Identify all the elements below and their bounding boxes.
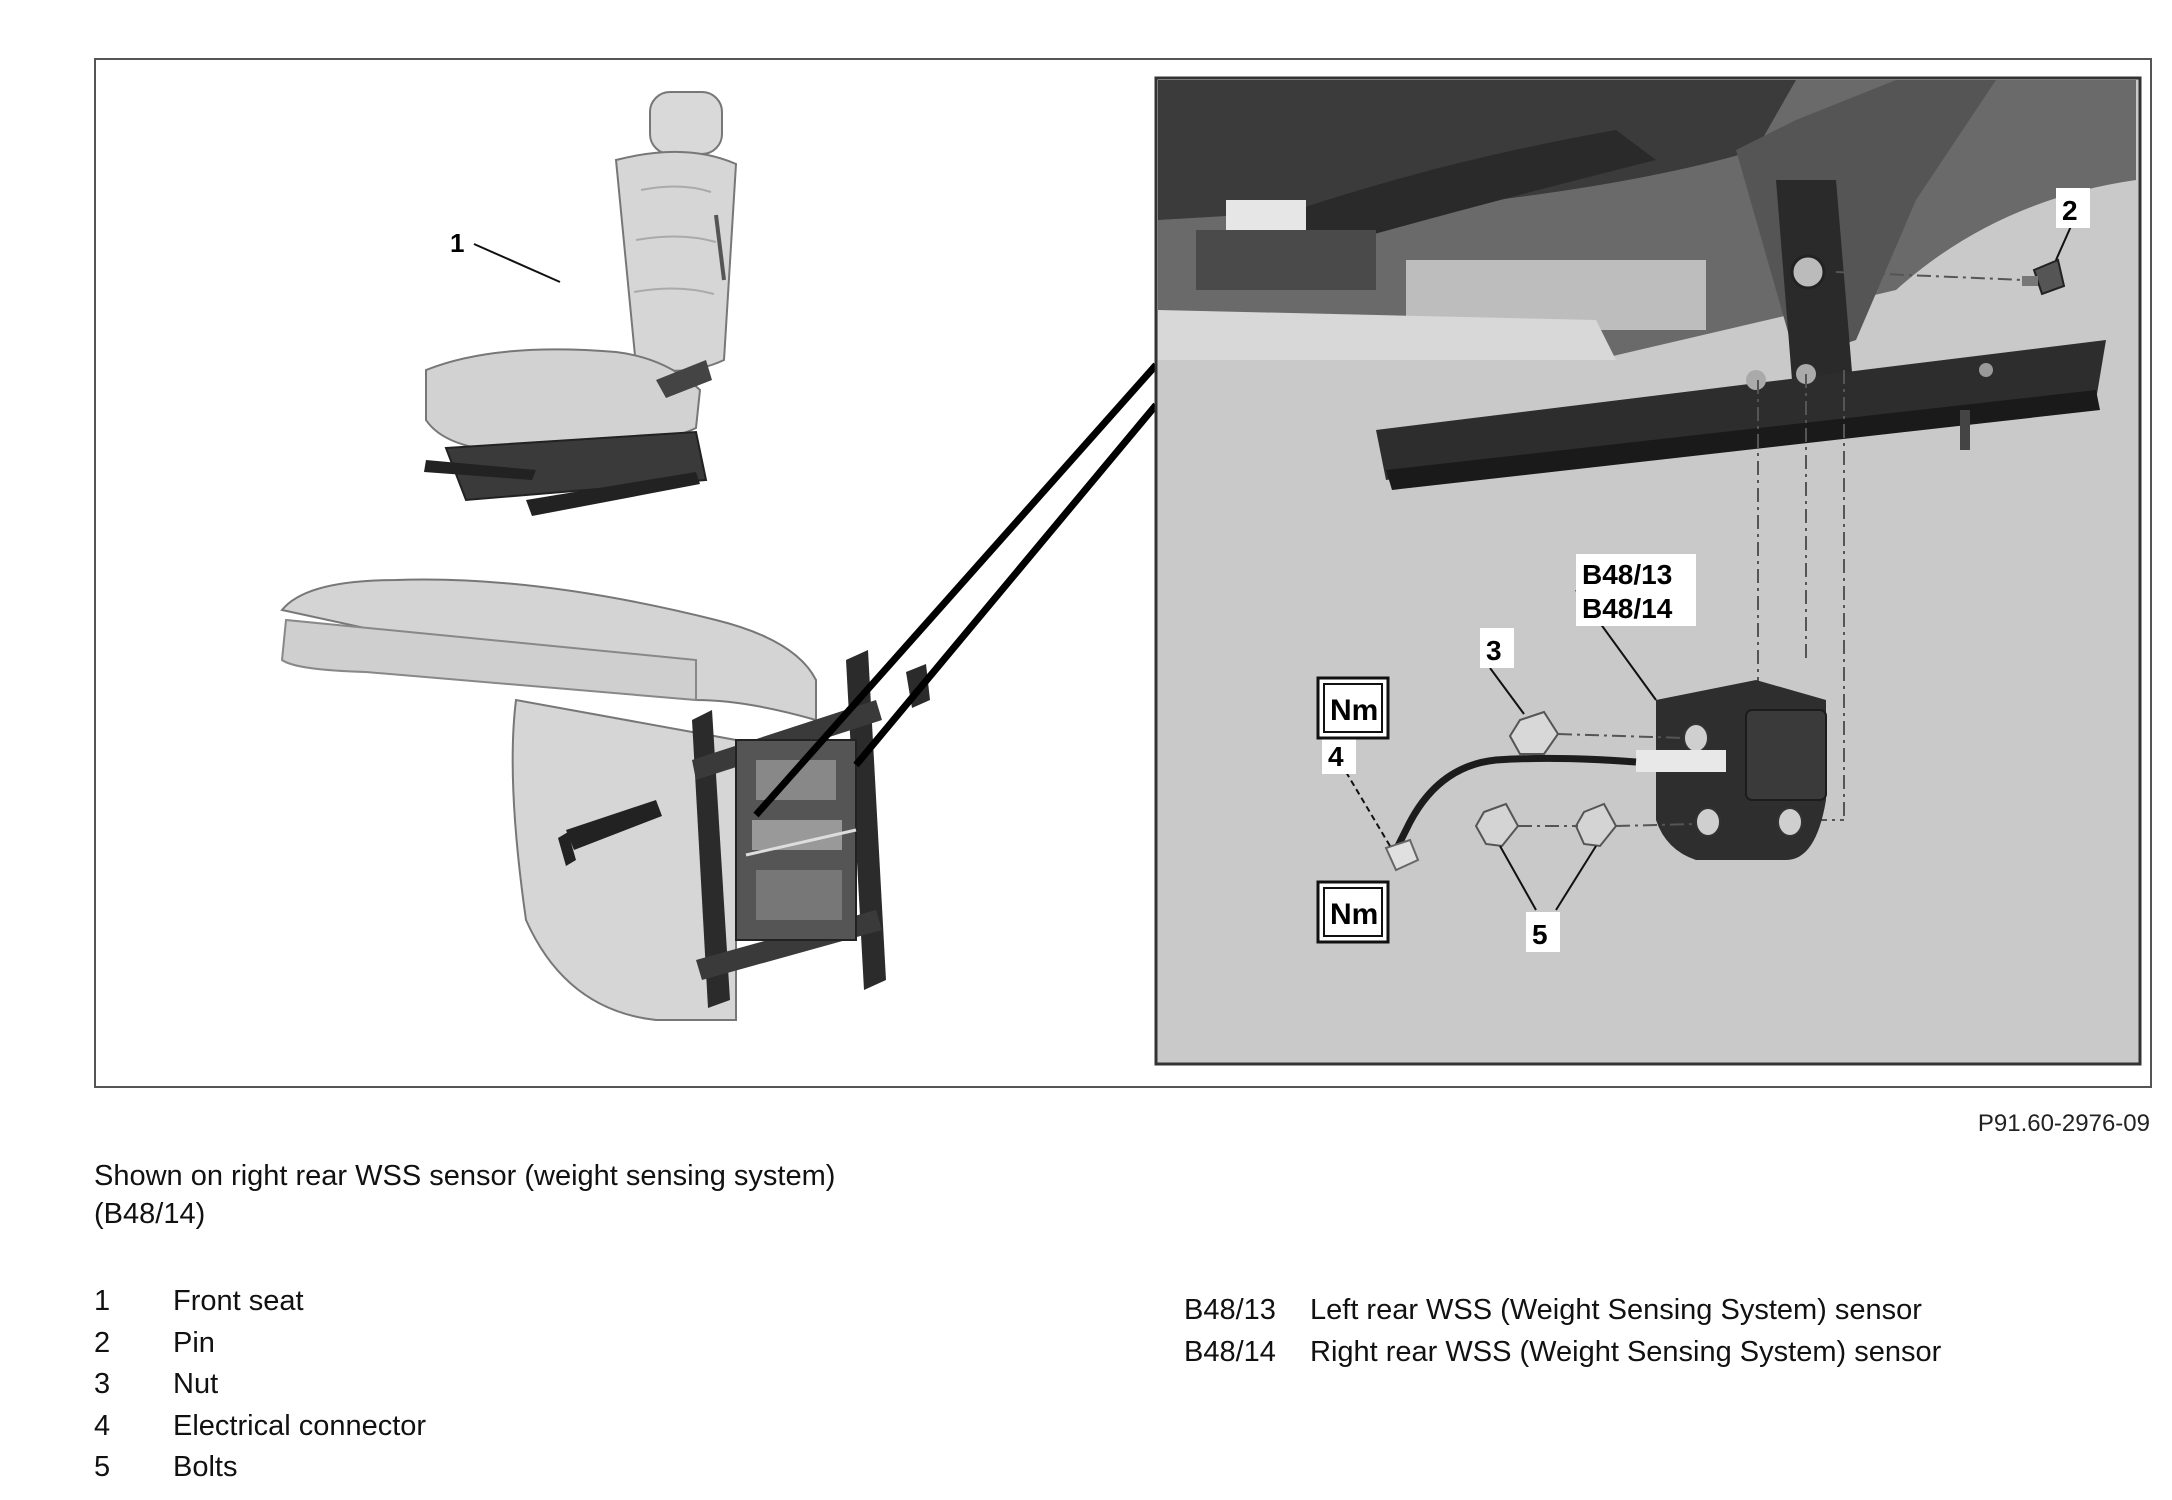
legend-label: Bolts (173, 1451, 238, 1483)
legend-label: Right rear WSS (Weight Sensing System) s… (1310, 1335, 1942, 1368)
legend-key: 2 (94, 1326, 111, 1359)
legend-item: B48/14 Right rear WSS (Weight Sensing Sy… (1184, 1332, 1941, 1374)
parts-legend: 1 Front seat 2 Pin 3 Nut 4 Electrical co… (94, 1281, 426, 1489)
caption-line: Shown on right rear WSS sensor (weight s… (94, 1160, 836, 1192)
torque-symbol: Nm (1316, 880, 1390, 944)
legend-key: 3 (94, 1368, 111, 1400)
torque-label: Nm (1330, 694, 1378, 727)
callout-4: 4 (1328, 741, 1344, 772)
legend-label: Nut (173, 1368, 219, 1400)
legend-item: 5 Bolts (94, 1447, 426, 1489)
legend-item: 4 Electrical connector (94, 1406, 426, 1448)
callout-3: 3 (1486, 635, 1502, 666)
legend-label: Electrical connector (173, 1409, 427, 1442)
legend-key: B48/13 (1184, 1294, 1276, 1326)
callout-sensor-b48-14: B48/14 (1582, 593, 1673, 624)
legend-label: Left rear WSS (Weight Sensing System) se… (1310, 1294, 1922, 1326)
sensors-legend: B48/13 Left rear WSS (Weight Sensing Sys… (1184, 1290, 1941, 1373)
legend-item: 3 Nut (94, 1364, 426, 1406)
callout-1: 1 (450, 228, 464, 258)
torque-symbol: Nm (1316, 676, 1390, 740)
legend-label: Front seat (173, 1285, 304, 1317)
legend-key: 5 (94, 1451, 111, 1483)
detail-connector-line (853, 402, 1159, 768)
seat-underside-drawing (280, 578, 930, 1021)
torque-label: Nm (1330, 898, 1378, 931)
detail-view-panel: 3 2 4 5 B48/13 B48/14 Nm Nm (1154, 76, 2142, 1066)
legend-label: Pin (173, 1326, 215, 1359)
front-seat-drawing (424, 91, 738, 516)
figure-caption: Shown on right rear WSS sensor (weight s… (94, 1157, 835, 1233)
exploded-view-diagram: 1 (280, 76, 2142, 1066)
caption-line: (B48/14) (94, 1198, 206, 1230)
legend-key: B48/14 (1184, 1335, 1276, 1368)
legend-key: 1 (94, 1285, 111, 1317)
figure-id: P91.60-2976-09 (1977, 1110, 2150, 1137)
callout-5: 5 (1532, 919, 1548, 950)
callout-sensor-b48-13: B48/13 (1582, 559, 1672, 590)
detail-connector-line (753, 362, 1159, 818)
leader-line-1 (473, 243, 561, 283)
legend-item: 1 Front seat (94, 1281, 426, 1323)
legend-item: 2 Pin (94, 1323, 426, 1365)
callout-2: 2 (2062, 195, 2078, 226)
legend-item: B48/13 Left rear WSS (Weight Sensing Sys… (1184, 1290, 1941, 1332)
illustration-frame: 1 (94, 58, 2152, 1088)
legend-key: 4 (94, 1409, 111, 1442)
